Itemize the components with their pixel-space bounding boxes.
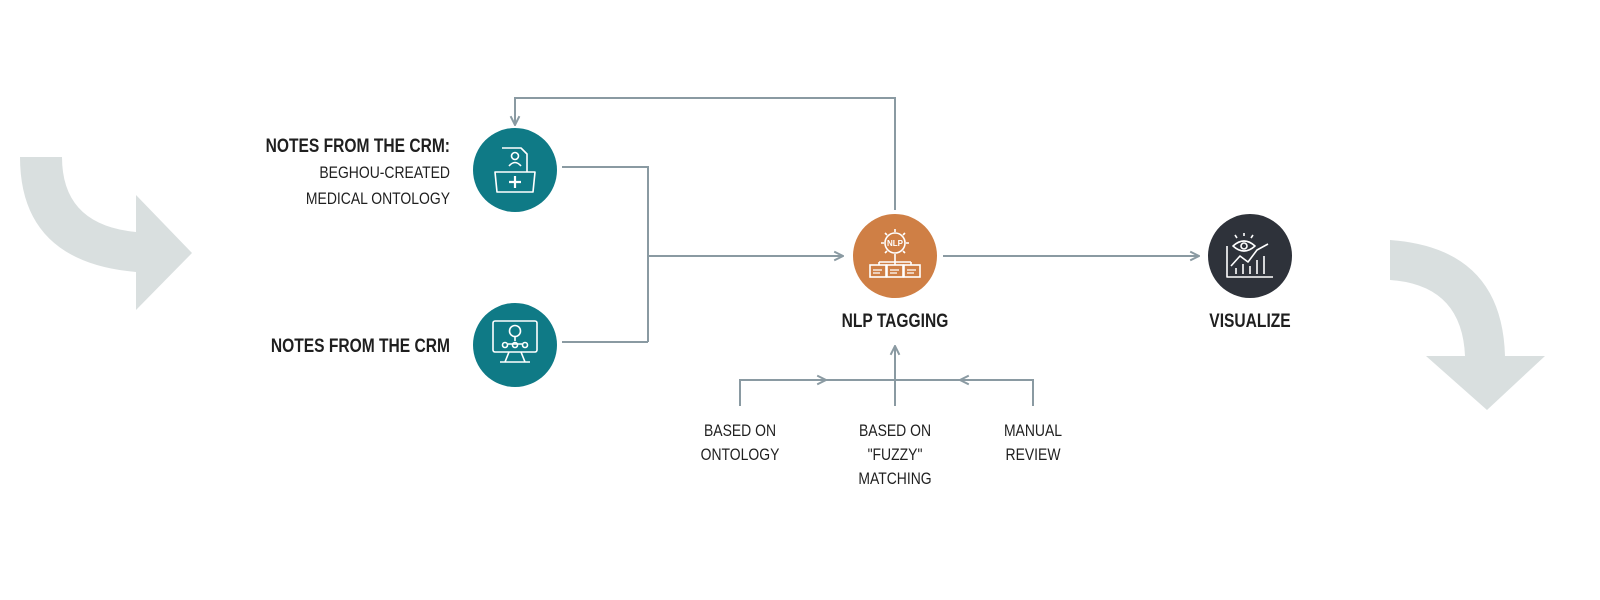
nlp-badge-text: NLP (887, 239, 904, 248)
crm-node (473, 303, 557, 387)
crm-ontology-title: NOTES FROM THE CRM: (265, 136, 450, 157)
method-manual-label: MANUAL REVIEW (967, 419, 1098, 467)
method-manual-line1: MANUAL (1003, 421, 1063, 440)
method-fuzzy-line1: BASED ON (858, 421, 932, 440)
method-fuzzy-line3: MATCHING (858, 469, 932, 488)
analytics-eye-icon (1226, 233, 1273, 278)
nlp-tagging-label: NLP TAGGING (841, 311, 949, 332)
crm-ontology-subtitle: BEGHOU-CREATED (319, 163, 450, 182)
crm-ontology-node (473, 128, 557, 212)
method-bar-connector (739, 379, 1034, 406)
crm-label: NOTES FROM THE CRM (270, 336, 450, 357)
connector-source1-to-merge (562, 166, 649, 342)
method-ontology-label: BASED ON ONTOLOGY (674, 419, 805, 467)
monitor-network-icon (492, 320, 538, 363)
crm-ontology-subtitle-2: MEDICAL ONTOLOGY (305, 189, 450, 208)
flow-arrow-in (20, 157, 192, 310)
method-ontology-line2: ONTOLOGY (700, 445, 780, 464)
method-manual-line2: REVIEW (1005, 445, 1061, 464)
method-fuzzy-label: BASED ON "FUZZY" MATCHING (829, 419, 960, 491)
visualize-node (1208, 214, 1292, 298)
method-fuzzy-line2: "FUZZY" (867, 445, 923, 464)
crm-ontology-label: NOTES FROM THE CRM: BEGHOU-CREATED MEDIC… (229, 134, 450, 212)
feedback-loop-connector (515, 97, 896, 210)
medical-folder-icon (494, 147, 536, 193)
nlp-gear-icon (869, 229, 921, 278)
nlp-tagging-node: NLP (853, 214, 937, 298)
visualize-label: VISUALIZE (1209, 311, 1291, 332)
method-ontology-line1: BASED ON (703, 421, 777, 440)
flow-arrow-out (1390, 240, 1545, 410)
